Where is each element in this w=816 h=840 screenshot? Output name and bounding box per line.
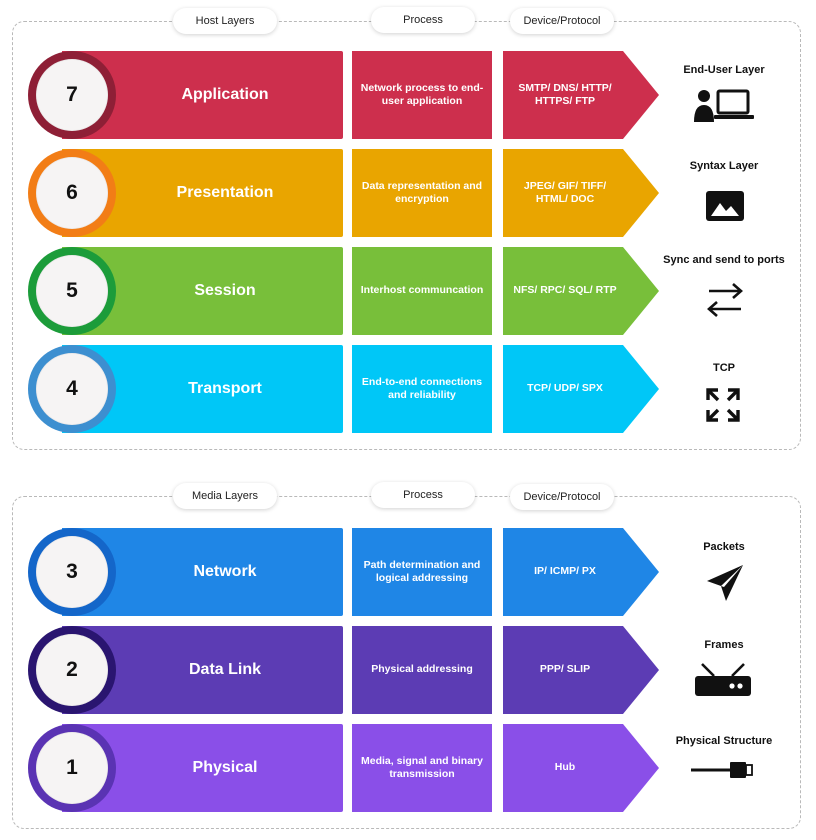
protocol-arrow: [503, 345, 659, 433]
layer-number-ring: 1: [28, 724, 116, 812]
layer-number: 4: [36, 353, 108, 425]
layer-protocol: SMTP/ DNS/ HTTP/ HTTPS/ FTP: [518, 81, 612, 107]
layer-process: Path determination and logical addressin…: [352, 528, 492, 616]
layer-icon-label: Sync and send to ports: [663, 254, 785, 266]
layer-row-physical: 1 Physical Media, signal and binary tran…: [0, 724, 816, 812]
layer-protocol: JPEG/ GIF/ TIFF/ HTML/ DOC: [523, 179, 607, 205]
cable-icon: [691, 762, 753, 778]
layer-icon-label: Frames: [704, 639, 744, 651]
layer-name: Transport: [188, 380, 262, 397]
layer-process: End-to-end connections and reliability: [352, 345, 492, 433]
layer-name: Network: [193, 563, 257, 580]
layer-row-transport: 4 Transport End-to-end connections and r…: [0, 345, 816, 433]
header-process: Process: [371, 7, 475, 33]
layer-number: 3: [36, 536, 108, 608]
layer-icon-label: Packets: [703, 541, 745, 553]
protocol-arrow: [503, 528, 659, 616]
layer-protocol: PPP/ SLIP: [539, 663, 591, 676]
layer-icon-label: Physical Structure: [675, 735, 773, 747]
layer-row-application: 7 Application Network process to end-use…: [0, 51, 816, 139]
layer-number: 5: [36, 255, 108, 327]
header-process: Process: [371, 482, 475, 508]
layer-process: Network process to end-user application: [352, 51, 492, 139]
header-device-protocol: Device/Protocol: [510, 8, 614, 34]
protocol-arrow: [503, 247, 659, 335]
layer-number-ring: 6: [28, 149, 116, 237]
layer-protocol: TCP/ UDP/ SPX: [527, 382, 603, 395]
header-device-protocol: Device/Protocol: [510, 484, 614, 510]
layer-name: Physical: [192, 759, 258, 776]
layer-number: 6: [36, 157, 108, 229]
protocol-arrow: [503, 724, 659, 812]
protocol-arrow: [503, 626, 659, 714]
layer-icon-label: TCP: [713, 362, 735, 374]
layer-protocol: IP/ ICMP/ PX: [534, 565, 596, 578]
layer-number: 2: [36, 634, 108, 706]
layer-protocol: NFS/ RPC/ SQL/ RTP: [513, 284, 617, 297]
layer-number-ring: 5: [28, 247, 116, 335]
layer-process: Physical addressing: [352, 626, 492, 714]
layer-number-ring: 3: [28, 528, 116, 616]
layer-process: Interhost communcation: [352, 247, 492, 335]
layer-name: Data Link: [188, 661, 261, 678]
layer-row-network: 3 Network Path determination and logical…: [0, 528, 816, 616]
layer-number: 1: [36, 732, 108, 804]
layer-icon-label: End-User Layer: [683, 64, 765, 76]
user-laptop-icon: [694, 89, 754, 122]
layer-number-ring: 4: [28, 345, 116, 433]
image-icon: [706, 191, 744, 221]
paper-plane-icon: [707, 565, 743, 601]
layer-number-ring: 2: [28, 626, 116, 714]
expand-arrows-icon: [706, 388, 740, 422]
layer-process: Media, signal and binary transmission: [352, 724, 492, 812]
layer-row-data-link: 2 Data Link Physical addressing PPP/ SLI…: [0, 626, 816, 714]
swap-arrows-icon: [707, 283, 743, 317]
header-host-layers: Host Layers: [173, 8, 277, 34]
layer-protocol: Hub: [554, 761, 576, 774]
layer-icon-label: Syntax Layer: [689, 160, 759, 172]
layer-number: 7: [36, 59, 108, 131]
layer-name: Session: [194, 282, 256, 299]
layer-name: Application: [181, 86, 269, 103]
protocol-arrow: [503, 51, 659, 139]
layer-row-session: 5 Session Interhost communcation NFS/ RP…: [0, 247, 816, 335]
header-media-layers: Media Layers: [173, 483, 277, 509]
router-icon: [695, 663, 751, 696]
layer-number-ring: 7: [28, 51, 116, 139]
layer-row-presentation: 6 Presentation Data representation and e…: [0, 149, 816, 237]
layer-process: Data representation and encryption: [352, 149, 492, 237]
protocol-arrow: [503, 149, 659, 237]
layer-name: Presentation: [176, 184, 274, 201]
